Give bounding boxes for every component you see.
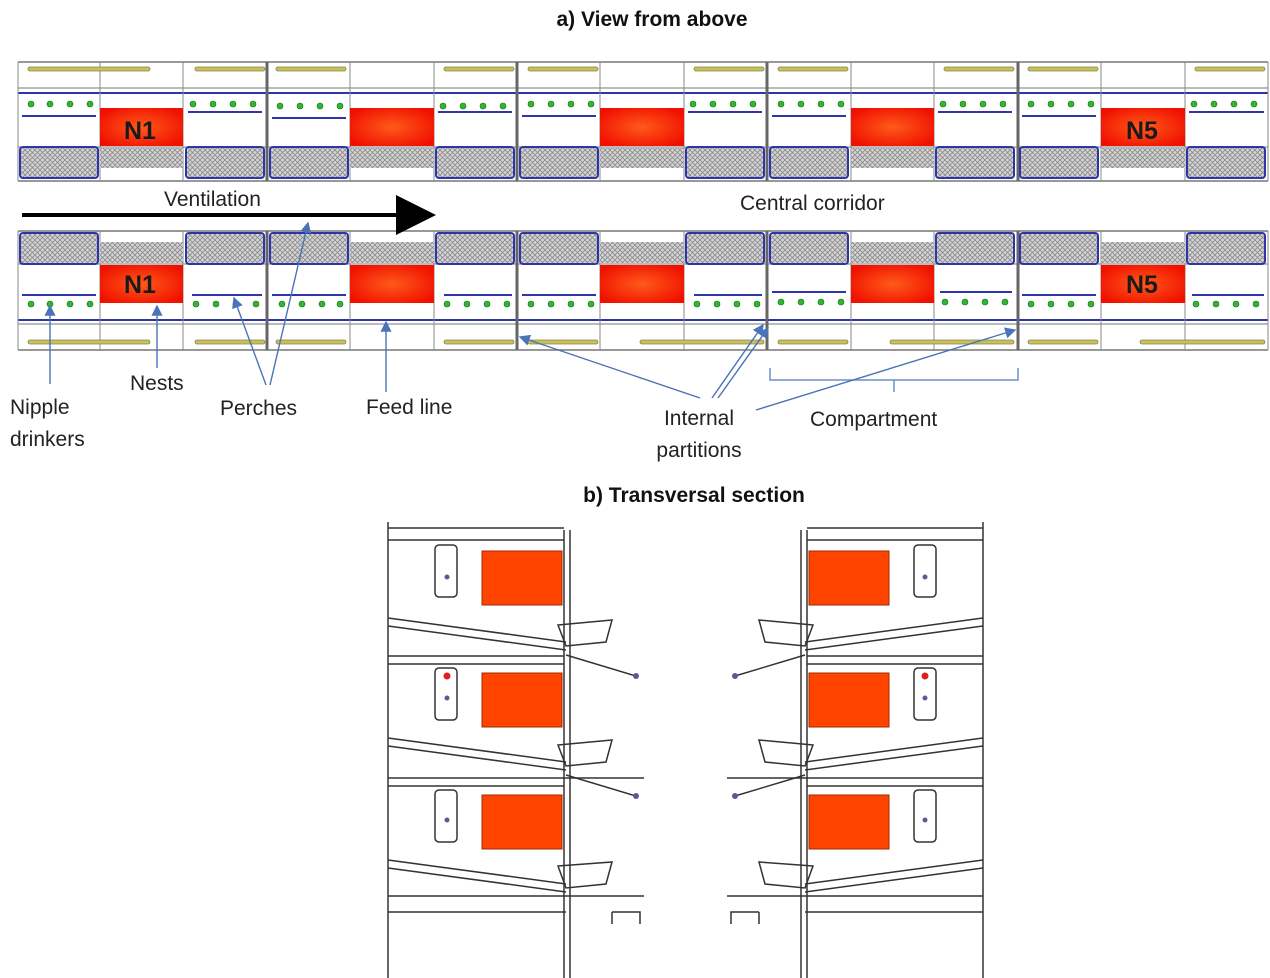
label-feed-line: Feed line — [366, 396, 453, 419]
nest-label-n5-bottom: N5 — [1126, 271, 1158, 299]
label-nipple-drinkers-line1: Nipple — [10, 396, 70, 419]
top-row-upper: N1 N5 — [17, 61, 1269, 182]
title-transversal-section: b) Transversal section — [583, 484, 805, 507]
nest-label-n1-top: N1 — [124, 117, 156, 145]
label-nests: Nests — [130, 372, 184, 395]
annotation-pointers — [44, 221, 1017, 411]
nest-label-n1-bottom: N1 — [124, 271, 156, 299]
label-internal-partitions-line1: Internal — [663, 407, 735, 430]
label-internal-partitions-line2: partitions — [656, 439, 742, 462]
label-perches: Perches — [220, 397, 298, 420]
label-central-corridor: Central corridor — [740, 192, 885, 215]
compartment-brace — [769, 368, 1019, 392]
label-compartment: Compartment — [810, 408, 938, 431]
left-tier-stack — [387, 522, 644, 978]
right-tier-stack — [727, 522, 984, 978]
label-nipple-drinkers-line2: drinkers — [10, 428, 85, 451]
top-row-lower: N1 N5 — [17, 230, 1269, 351]
label-ventilation: Ventilation — [164, 188, 261, 211]
label-nipple-drinkers: Nipple drinkers — [10, 392, 85, 456]
label-internal-partitions: Internal partitions — [647, 403, 751, 467]
title-view-from-above: a) View from above — [556, 8, 748, 31]
nest-label-n5-top: N5 — [1126, 117, 1158, 145]
transversal-section — [387, 522, 984, 978]
